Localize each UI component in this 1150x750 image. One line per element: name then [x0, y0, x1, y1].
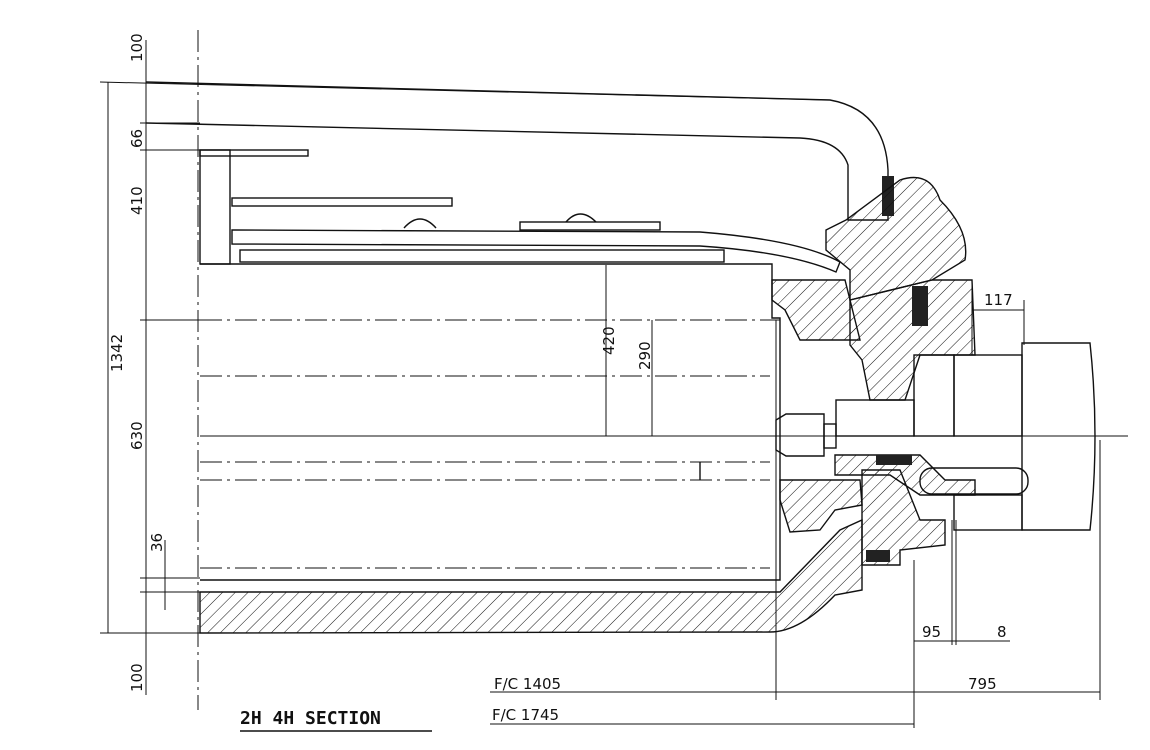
bottom-wall	[199, 518, 863, 634]
dim-420: 420	[600, 326, 618, 355]
dim-8: 8	[997, 623, 1007, 641]
dim-795: 795	[968, 675, 997, 693]
motor-assembly	[775, 280, 1096, 531]
section-title: 2H 4H SECTION	[240, 708, 381, 729]
dim-1342: 1342	[108, 334, 126, 372]
lid-outline	[145, 81, 889, 221]
dim-36: 36	[148, 533, 166, 552]
flange-parts	[771, 176, 976, 566]
dim-66: 66	[128, 129, 146, 148]
shelves	[199, 149, 841, 273]
dim-100-bottom: 100	[128, 663, 146, 692]
dim-fc-1745: F/C 1745	[492, 706, 559, 724]
dim-630: 630	[128, 421, 146, 450]
dim-410: 410	[128, 186, 146, 215]
dim-290: 290	[636, 341, 654, 370]
dim-117: 117	[984, 291, 1013, 309]
dim-100-top: 100	[128, 33, 146, 62]
right-dimensions	[240, 265, 1101, 732]
dim-fc-1405: F/C 1405	[494, 675, 561, 693]
dim-95: 95	[922, 623, 941, 641]
cabinet-body	[200, 263, 1128, 581]
